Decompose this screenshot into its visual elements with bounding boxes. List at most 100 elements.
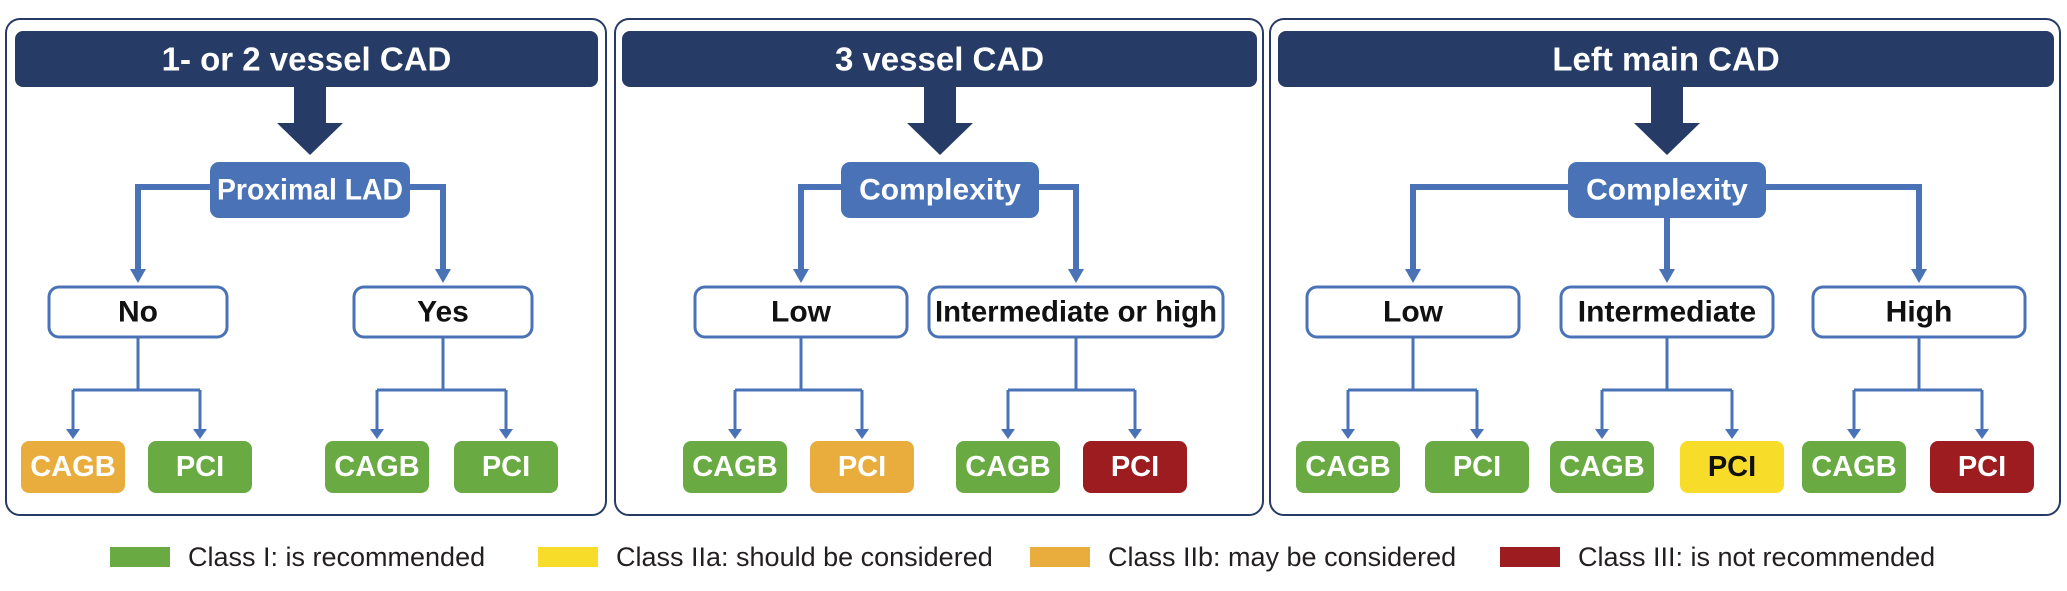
outcome-label: PCI	[176, 451, 224, 483]
legend-label: Class IIb: may be considered	[1108, 541, 1457, 572]
outcome-cagb-box	[683, 441, 787, 493]
arrowhead	[1975, 429, 1989, 439]
panel-header	[1278, 31, 2054, 87]
outcome-label: PCI	[482, 451, 530, 483]
arrowhead	[1595, 429, 1609, 439]
arrowhead	[499, 429, 513, 439]
legend-item-class-iia: Class IIa: should be considered	[538, 537, 993, 577]
arrowhead	[66, 429, 80, 439]
legend-item-class-iib: Class IIb: may be considered	[1030, 537, 1456, 577]
arrowhead	[435, 269, 451, 283]
arrowhead	[1341, 429, 1355, 439]
legend-swatch	[1500, 547, 1560, 567]
outcome-label: CAGB	[1559, 451, 1644, 483]
outcome-pci-box	[1930, 441, 2034, 493]
arrowhead	[1911, 269, 1927, 283]
arrowhead	[1001, 429, 1015, 439]
down-arrow	[907, 87, 973, 155]
outcome-label: CAGB	[692, 451, 777, 483]
arrowhead	[130, 269, 146, 283]
arrowhead	[1405, 269, 1421, 283]
arrowhead	[193, 429, 207, 439]
decision-box	[210, 162, 410, 218]
decision-label: Complexity	[1586, 174, 1748, 207]
legend-swatch	[110, 547, 170, 567]
outcome-pci-box	[1425, 441, 1529, 493]
arrowhead	[1725, 429, 1739, 439]
down-arrow	[277, 87, 343, 155]
outcome-label: PCI	[838, 451, 886, 483]
connector	[375, 337, 508, 431]
decision-label: Complexity	[859, 174, 1021, 207]
legend-label: Class IIa: should be considered	[616, 541, 993, 572]
decision-box	[1568, 162, 1766, 218]
branch-label: No	[118, 296, 158, 329]
panel-title: 1- or 2 vessel CAD	[162, 41, 452, 78]
outcome-pci-box	[454, 441, 558, 493]
outcome-cagb-box	[1802, 441, 1906, 493]
connector	[410, 184, 446, 271]
outcome-label: PCI	[1708, 451, 1756, 483]
connector	[71, 337, 202, 431]
legend: Class I: is recommended Class IIa: shoul…	[0, 537, 2067, 577]
legend-item-class-i: Class I: is recommended	[110, 537, 485, 577]
branch-label: Intermediate	[1578, 296, 1756, 329]
legend-item-class-iii: Class III: is not recommended	[1500, 537, 1935, 577]
arrowhead	[793, 269, 809, 283]
arrowhead	[1128, 429, 1142, 439]
branch-label: Yes	[417, 296, 469, 329]
decision-box	[841, 162, 1039, 218]
outcome-label: PCI	[1958, 451, 2006, 483]
connector	[135, 184, 210, 271]
outcome-label: CAGB	[334, 451, 419, 483]
panel-title: 3 vessel CAD	[835, 41, 1044, 78]
legend-swatch	[538, 547, 598, 567]
connector	[1039, 184, 1079, 271]
branch-label: Low	[1383, 296, 1444, 329]
connector	[1006, 337, 1137, 431]
outcome-cagb-box	[21, 441, 125, 493]
arrowhead	[728, 429, 742, 439]
legend-label: Class III: is not recommended	[1578, 541, 1936, 572]
outcome-cagb-box	[1296, 441, 1400, 493]
panel-title: Left main CAD	[1552, 41, 1779, 78]
connector	[1346, 337, 1479, 431]
down-arrow	[1634, 87, 1700, 155]
decision-label: Proximal LAD	[217, 174, 403, 207]
connector	[1600, 337, 1734, 431]
arrowhead	[1068, 269, 1084, 283]
panel-header	[622, 31, 1257, 87]
arrowhead	[1470, 429, 1484, 439]
arrowhead	[855, 429, 869, 439]
outcome-cagb-box	[325, 441, 429, 493]
outcome-label: CAGB	[1305, 451, 1390, 483]
outcome-cagb-box	[956, 441, 1060, 493]
legend-swatch	[1030, 547, 1090, 567]
arrowhead	[1847, 429, 1861, 439]
arrowhead	[370, 429, 384, 439]
outcome-cagb-box	[1550, 441, 1654, 493]
branch-label: Intermediate or high	[935, 296, 1217, 329]
outcome-pci-box	[148, 441, 252, 493]
legend-label: Class I: is recommended	[188, 541, 486, 572]
outcome-pci-box	[810, 441, 914, 493]
branch-label: High	[1886, 296, 1953, 329]
outcome-label: PCI	[1111, 451, 1159, 483]
connector	[1766, 184, 1922, 271]
outcome-pci-box	[1083, 441, 1187, 493]
branch-label: Low	[771, 296, 832, 329]
panel-header	[15, 31, 598, 87]
outcome-label: CAGB	[30, 451, 115, 483]
outcome-pci-box	[1680, 441, 1784, 493]
outcome-label: CAGB	[1811, 451, 1896, 483]
connector	[733, 337, 864, 431]
connector	[1410, 184, 1568, 271]
outcome-label: CAGB	[965, 451, 1050, 483]
connector	[798, 184, 841, 271]
arrowhead	[1659, 269, 1675, 283]
outcome-label: PCI	[1453, 451, 1501, 483]
connector	[1852, 337, 1984, 431]
